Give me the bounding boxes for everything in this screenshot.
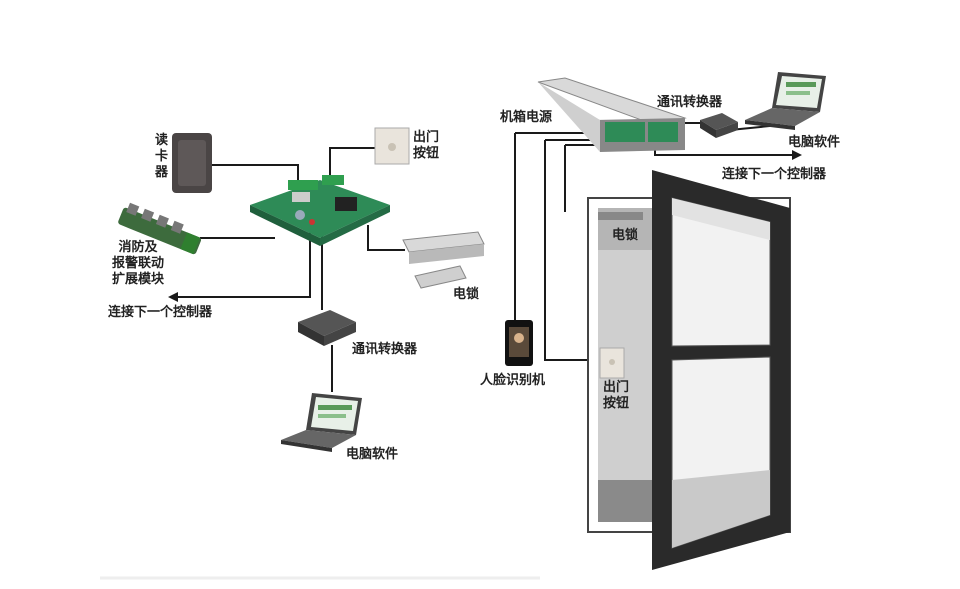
exit-button-device — [374, 127, 410, 165]
converter-device — [298, 310, 356, 346]
label-face-machine: 人脸识别机 — [480, 373, 546, 388]
fire-alarm-module — [118, 202, 202, 255]
open-door — [652, 170, 790, 570]
label-fire-alarm: 消防及 报警联动 扩展模块 — [112, 240, 165, 287]
label-converter-right: 通讯转换器 — [657, 95, 723, 110]
arrow-icon — [792, 150, 802, 160]
right-converter-device — [700, 113, 738, 138]
label-case-power: 机箱电源 — [500, 110, 553, 125]
card-reader-device — [172, 133, 212, 193]
label-card-reader-text: 读 卡 器 — [155, 133, 169, 180]
arrow-icon — [168, 292, 178, 302]
label-pc-software-right: 电脑软件 — [788, 135, 841, 150]
label-next-controller-left: 连接下一个控制器 — [108, 305, 213, 320]
label-pc-software-left: 电脑软件 — [346, 447, 399, 462]
electric-lock-device — [402, 231, 485, 289]
left-laptop-device — [281, 393, 362, 452]
label-converter-left: 通讯转换器 — [352, 342, 418, 357]
label-card-reader: 读 卡 器 — [155, 133, 170, 181]
power-case-device — [537, 77, 687, 152]
label-lock-right: 电锁 — [612, 228, 639, 243]
label-lock-left: 电锁 — [453, 287, 480, 302]
controller-board — [250, 175, 390, 246]
right-exit-button-device — [599, 347, 625, 379]
label-exit-button-right: 出门 按钮 — [603, 380, 630, 411]
label-next-controller-right: 连接下一个控制器 — [722, 167, 827, 182]
face-recognition-device — [505, 320, 533, 366]
label-exit-button-left: 出门 按钮 — [413, 130, 440, 161]
right-laptop-device — [745, 72, 826, 130]
